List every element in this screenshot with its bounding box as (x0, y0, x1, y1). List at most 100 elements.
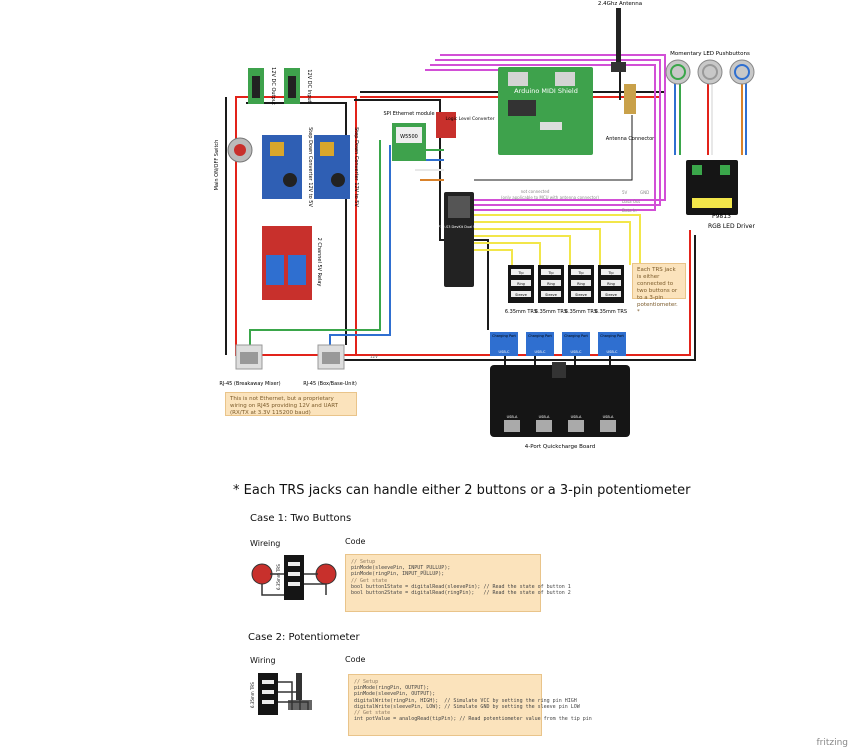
pushbuttons-label: Momentary LED Pushbuttons (670, 51, 750, 57)
qc-usba-4: USB-A (603, 415, 614, 419)
case1-wiring-label: Wireing (250, 539, 281, 548)
trs-jack-1: Tip Ring Sleeve 6.35mm TRS (505, 265, 537, 315)
trs-4-label: 6.35mm TRS (595, 309, 627, 315)
svg-text:6.35mm TRS: 6.35mm TRS (276, 564, 281, 590)
esp32-label: ESP32-S3 DevKit Dual USB-C (434, 225, 485, 229)
potentiometer-icon (296, 673, 302, 703)
antenna: 2.4Ghz Antenna (598, 1, 642, 72)
midi-shield: Arduino MIDI Shield (498, 67, 593, 155)
dc-output: 12V DC Output (248, 67, 276, 105)
trs-jack-icon (284, 555, 304, 600)
logic-converter-label: Logic Level Converter (446, 116, 495, 122)
wire-blue-1 (329, 145, 391, 345)
trs-note: Each TRS jack is either connected to two… (632, 263, 686, 315)
cp-4-usbc: USB-C (607, 350, 618, 354)
qc-usba-2: USB-A (539, 415, 550, 419)
logic-level-converter: Logic Level Converter (436, 112, 495, 138)
midi-shield-label: Arduino MIDI Shield (514, 87, 578, 95)
wire-label-5v: 5V (622, 190, 628, 195)
section-title: * Each TRS jacks can handle either 2 but… (233, 483, 691, 498)
antenna-connector: Antenna Connector (606, 84, 655, 142)
trs-4-ring: Ring (607, 282, 615, 286)
trs-jack-2: Tip Ring Sleeve 6.35mm TRS (535, 265, 567, 315)
wire-magenta-2 (435, 59, 661, 206)
relay-label: 2 Channel 5V Relay (316, 238, 322, 287)
case2-wiring-label: Wiring (250, 656, 276, 665)
rj45-breakaway: RJ-45 (Breakaway Mixer) (219, 344, 281, 387)
trs-4-sleeve: Sleeve (605, 293, 617, 297)
trs-jack-3: Tip Ring Sleeve 6.35mm TRS (565, 265, 597, 315)
wire-12v-to-qc (350, 230, 691, 356)
main-switch-label: Main ON/OFF Switch (214, 140, 220, 191)
relay: 2 Channel 5V Relay (262, 226, 322, 300)
svg-text:6.35mm TRS: 6.35mm TRS (250, 682, 255, 708)
wire-magenta-1 (440, 54, 666, 201)
quickcharge-label: 4-Port Quickcharge Board (525, 444, 596, 450)
wire-yellow-6 (474, 249, 513, 265)
case2-wiring-diagram: 6.35mm TRS (250, 673, 312, 715)
rgb-driver-title: P9813 (712, 213, 731, 220)
trs-2-ring: Ring (547, 282, 555, 286)
wire-gnd-to-esp (354, 99, 489, 330)
trs-3-ring: Ring (577, 282, 585, 286)
trs-jack-4: Tip Ring Sleeve 6.35mm TRS (595, 265, 627, 315)
wiring-diagram: 2.4Ghz Antenna Antenna Connector Momenta… (214, 1, 755, 450)
trs-3-sleeve: Sleeve (575, 293, 587, 297)
fritzing-brand: fritzing (816, 738, 848, 748)
cp-2-usbc: USB-C (535, 350, 546, 354)
trs-2-label: 6.35mm TRS (535, 309, 567, 315)
wire-label-data-out: Data Out (622, 199, 641, 204)
case2-title: Case 2: Potentiometer (248, 632, 360, 643)
wire-label-gnd: GND (640, 190, 649, 195)
stepdown-2-label: Step Down Converter 12V to 5V (353, 127, 359, 207)
wire-magenta-3 (430, 64, 656, 211)
antenna-connector-label: Antenna Connector (606, 136, 655, 142)
trs-3-tip: Tip (577, 271, 584, 275)
qc-usba-3: USB-A (571, 415, 582, 419)
not-connected-sub: (only applicable to MCU with antenna con… (501, 195, 599, 200)
case1-wiring-diagram: 6.35mm TRS (251, 555, 337, 600)
trs-2-tip: Tip (547, 271, 554, 275)
trs-3-label: 6.35mm TRS (565, 309, 597, 315)
rj45-1-label: RJ-45 (Breakaway Mixer) (219, 381, 280, 387)
trs-1-sleeve: Sleeve (515, 293, 527, 297)
step-down-1: Step Down Converter 12V to 5V (262, 127, 313, 207)
cp-4-label: Charging Port (600, 334, 624, 338)
trs-1-tip: Tip (517, 271, 524, 275)
pushbuttons: Momentary LED Pushbuttons (665, 51, 755, 85)
trs-4-tip: Tip (607, 271, 614, 275)
main-switch: Main ON/OFF Switch (214, 137, 253, 191)
rgb-driver-subtitle: RGB LED Driver (708, 223, 755, 230)
case1-code-label: Code (345, 537, 366, 546)
wire-yellow-5 (474, 242, 541, 265)
dc-input: 12V DC Input (284, 68, 312, 104)
wire-gnd-to-qc (340, 235, 696, 361)
case1-title: Case 1: Two Buttons (250, 513, 352, 524)
wire-yellow-3 (474, 228, 601, 265)
rj45-note: This is not Ethernet, but a proprietary … (225, 392, 357, 416)
wire-antenna-nc (474, 115, 633, 181)
qc-usba-1: USB-A (507, 415, 518, 419)
wire-yellow-4 (474, 235, 571, 265)
wire-yellow-1 (474, 214, 641, 265)
cp-2-label: Charging Port (528, 334, 552, 338)
wire-gnd-inner (246, 102, 347, 345)
wire-green-1 (249, 140, 381, 345)
button-1-icon (251, 563, 273, 585)
wire-label-12v: 12V (370, 354, 378, 359)
dc-in-label: 12V DC Input (306, 69, 312, 102)
button-2-icon (315, 563, 337, 585)
rj45-box: RJ-45 (Box/Base-Unit) (303, 344, 357, 387)
trs-1-ring: Ring (517, 282, 525, 286)
code-block-2: // Setup pinMode(ringPin, OUTPUT); pinMo… (348, 674, 592, 736)
quickcharge-board: USB-A USB-A USB-A USB-A 4-Port Quickchar… (490, 362, 630, 450)
antenna-label: 2.4Ghz Antenna (598, 1, 642, 7)
code-block-1: // Setup pinMode(sleevePin, INPUT_PULLUP… (345, 554, 571, 612)
not-connected-label: not connected (521, 189, 550, 194)
spi-ethernet: W5500 SPI Ethernet module (383, 111, 435, 161)
